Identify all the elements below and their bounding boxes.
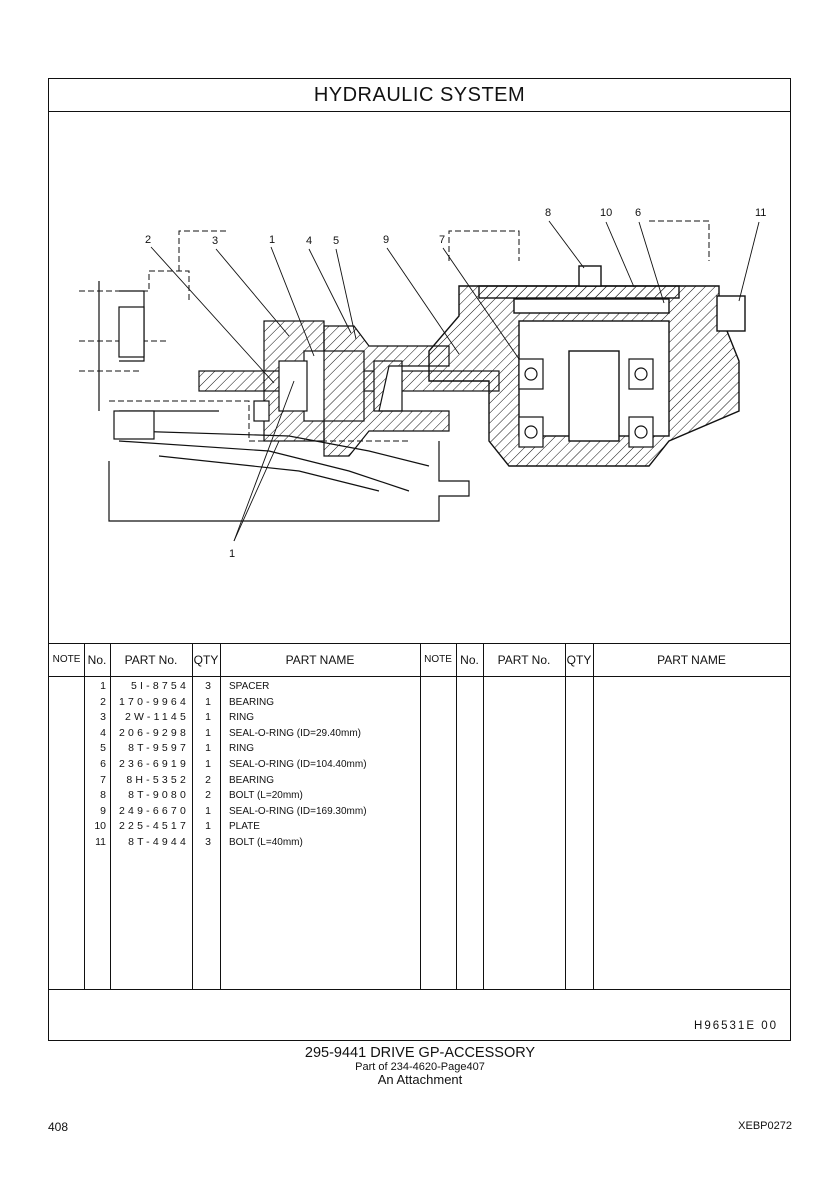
header-qty: QTY	[193, 653, 219, 667]
part-name: BEARING	[229, 696, 275, 708]
part-name: BOLT (L=40mm)	[229, 837, 303, 848]
row-number: 1	[100, 680, 106, 692]
row-number: 6	[100, 758, 106, 770]
part-name: SPACER	[229, 681, 270, 692]
part-number: 236-6919	[119, 758, 189, 770]
table-row: 1 5I-8754 3 SPACER	[49, 679, 420, 695]
quantity: 1	[205, 758, 211, 770]
part-number: 8T-9080	[128, 789, 189, 802]
table-row: 10 225-4517 1 PLATE	[49, 819, 420, 835]
group-reference: Part of 234-4620-Page407	[355, 1061, 485, 1073]
row-number: 8	[100, 789, 106, 802]
callout-1: 1	[269, 234, 275, 246]
quantity: 1	[205, 804, 211, 817]
drawing-footer: H96531E 00	[49, 989, 790, 1041]
header-no-right: No.	[460, 653, 479, 667]
part-number: 8T-4944	[128, 836, 189, 848]
quantity: 3	[205, 836, 211, 848]
callout-2: 2	[145, 234, 151, 246]
quantity: 1	[205, 711, 211, 724]
part-number: 8T-9597	[128, 742, 189, 755]
part-number: 8H-5352	[126, 773, 189, 786]
quantity: 1	[205, 726, 211, 739]
table-row: 8 8T-9080 2 BOLT (L=20mm)	[49, 788, 420, 804]
callout-3: 3	[212, 235, 218, 247]
table-row: 4 206-9298 1 SEAL-O-RING (ID=29.40mm)	[49, 726, 420, 742]
part-number: 2W-1145	[124, 711, 189, 724]
quantity: 3	[205, 680, 211, 692]
page-title: HYDRAULIC SYSTEM	[313, 84, 526, 106]
table-row: 2 170-9964 1 BEARING	[49, 695, 420, 711]
part-number: 206-9298	[119, 726, 189, 739]
callout-6: 6	[635, 207, 641, 219]
header-no: No.	[87, 653, 107, 667]
part-name: PLATE	[229, 821, 260, 833]
part-name: SEAL-O-RING (ID=169.30mm)	[229, 805, 367, 817]
callout-10: 10	[600, 207, 612, 219]
table-row: 5 8T-9597 1 RING	[49, 741, 420, 757]
quantity: 2	[205, 789, 211, 802]
table-row: 3 2W-1145 1 RING	[49, 710, 420, 726]
header-part-name: PART NAME	[285, 653, 355, 667]
callout-1-lower: 1	[229, 548, 235, 560]
table-header: NOTE No. PART No. QTY PART NAME NOTE No.…	[49, 644, 790, 677]
row-number: 2	[100, 695, 106, 708]
part-name: RING	[229, 743, 254, 755]
part-name: BEARING	[229, 774, 275, 786]
part-number: 170-9964	[119, 695, 189, 708]
part-name: BOLT (L=20mm)	[229, 790, 303, 802]
exploded-drawing: 1 2 3 4 5 9 7 8 10 6 11 1	[49, 111, 790, 644]
callout-8: 8	[545, 207, 551, 219]
part-number: 225-4517	[119, 820, 189, 833]
part-number: 5I-8754	[130, 680, 189, 692]
callout-9: 9	[383, 234, 389, 246]
caption: 295-9441 DRIVE GP-ACCESSORY Part of 234-…	[0, 1045, 840, 1087]
table-row: 9 249-6670 1 SEAL-O-RING (ID=169.30mm)	[49, 804, 420, 820]
quantity: 1	[205, 820, 211, 833]
table-row: 11 8T-4944 3 BOLT (L=40mm)	[49, 835, 420, 851]
row-number: 9	[100, 804, 106, 817]
group-title: 295-9441 DRIVE GP-ACCESSORY	[304, 1045, 536, 1061]
row-number: 4	[100, 726, 106, 739]
row-number: 10	[94, 820, 106, 833]
header-note-right: NOTE	[424, 654, 452, 665]
table-row: 7 8H-5352 2 BEARING	[49, 773, 420, 789]
row-number: 5	[100, 742, 106, 755]
document-code: XEBP0272	[738, 1120, 792, 1132]
title-band: HYDRAULIC SYSTEM	[49, 79, 790, 112]
callout-7: 7	[439, 234, 445, 246]
attachment-label: An Attachment	[377, 1072, 463, 1087]
row-number: 7	[100, 773, 106, 786]
part-name: RING	[229, 712, 254, 724]
quantity: 1	[205, 742, 211, 755]
row-number: 3	[100, 711, 106, 724]
callout-4: 4	[306, 235, 312, 247]
table-row: 6 236-6919 1 SEAL-O-RING (ID=104.40mm)	[49, 757, 420, 773]
page-number: 408	[48, 1120, 69, 1134]
part-number: 249-6670	[119, 804, 189, 817]
drawing-id: H96531E 00	[694, 1020, 778, 1032]
quantity: 1	[205, 695, 211, 708]
callout-5: 5	[333, 235, 339, 247]
header-note: NOTE	[52, 654, 81, 665]
parts-page-frame: HYDRAULIC SYSTEM	[48, 78, 791, 1041]
row-number: 11	[95, 836, 106, 848]
parts-table: NOTE No. PART No. QTY PART NAME NOTE No.…	[49, 643, 790, 990]
header-qty-right: QTY	[566, 653, 592, 667]
quantity: 2	[205, 773, 211, 786]
header-part-no: PART No.	[124, 653, 178, 667]
header-part-name-right: PART NAME	[657, 653, 726, 667]
header-part-no-right: PART No.	[497, 653, 551, 667]
part-name: SEAL-O-RING (ID=29.40mm)	[229, 727, 361, 739]
callout-11: 11	[755, 207, 766, 219]
part-name: SEAL-O-RING (ID=104.40mm)	[229, 759, 367, 770]
